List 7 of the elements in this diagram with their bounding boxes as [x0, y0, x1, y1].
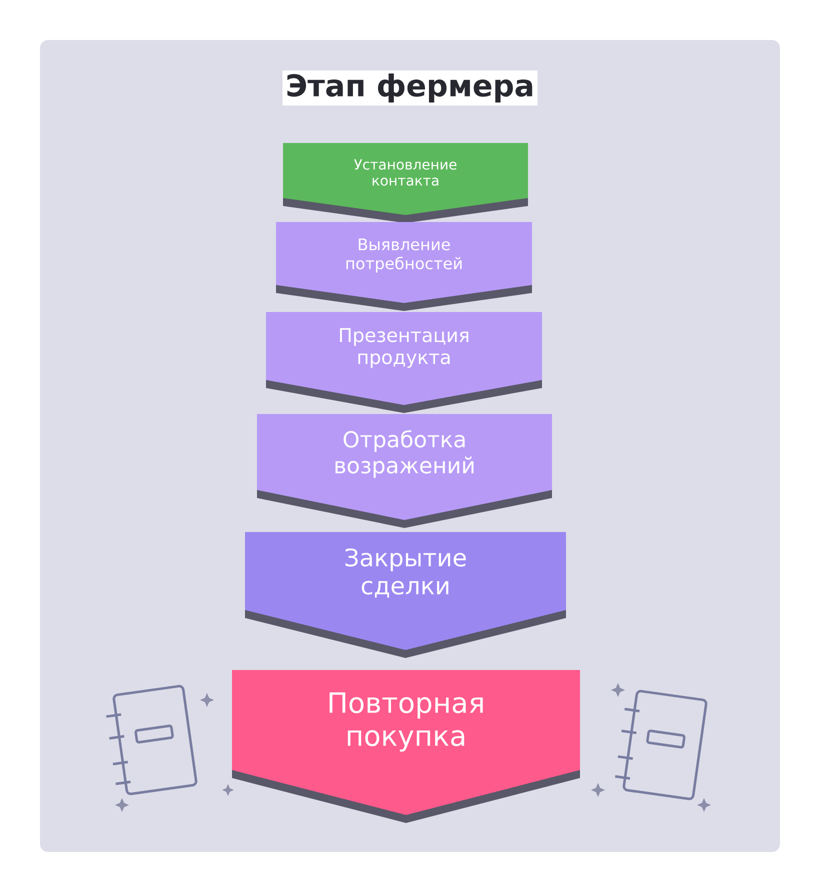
stage-banner: Презентация продукта [266, 312, 542, 413]
stage-banner: Повторная покупка [232, 670, 580, 823]
stage-banner: Выявление потребностей [276, 222, 532, 311]
stage-banner: Установление контакта [283, 143, 528, 223]
title: Этап фермера [282, 70, 538, 106]
stage-banner: Отработка возражений [257, 414, 552, 528]
stage-banner: Закрытие сделки [245, 532, 566, 658]
